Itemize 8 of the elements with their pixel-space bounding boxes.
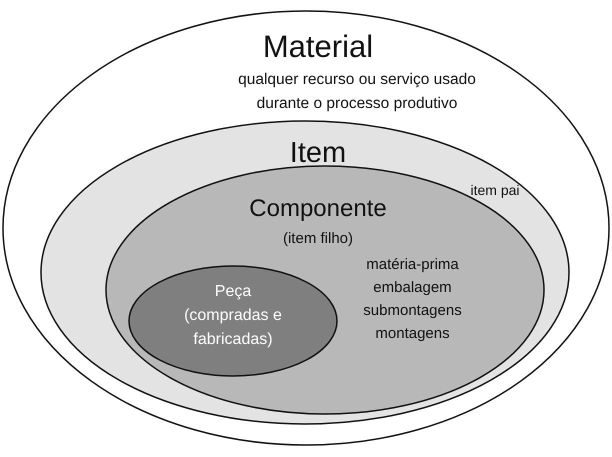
heading: Item — [288, 136, 348, 171]
description: qualquer recurso ou serviço usado durante o processo produtivo — [237, 70, 477, 114]
annotation: item pai — [469, 182, 521, 199]
item-list: matéria-prima embalagem submontagens montagens — [340, 253, 485, 345]
subheading: (item filho) — [282, 230, 354, 248]
heading: Componente — [248, 195, 388, 224]
heading: Peça (compradas e fabricadas) — [183, 282, 283, 350]
heading: Material — [262, 28, 374, 66]
